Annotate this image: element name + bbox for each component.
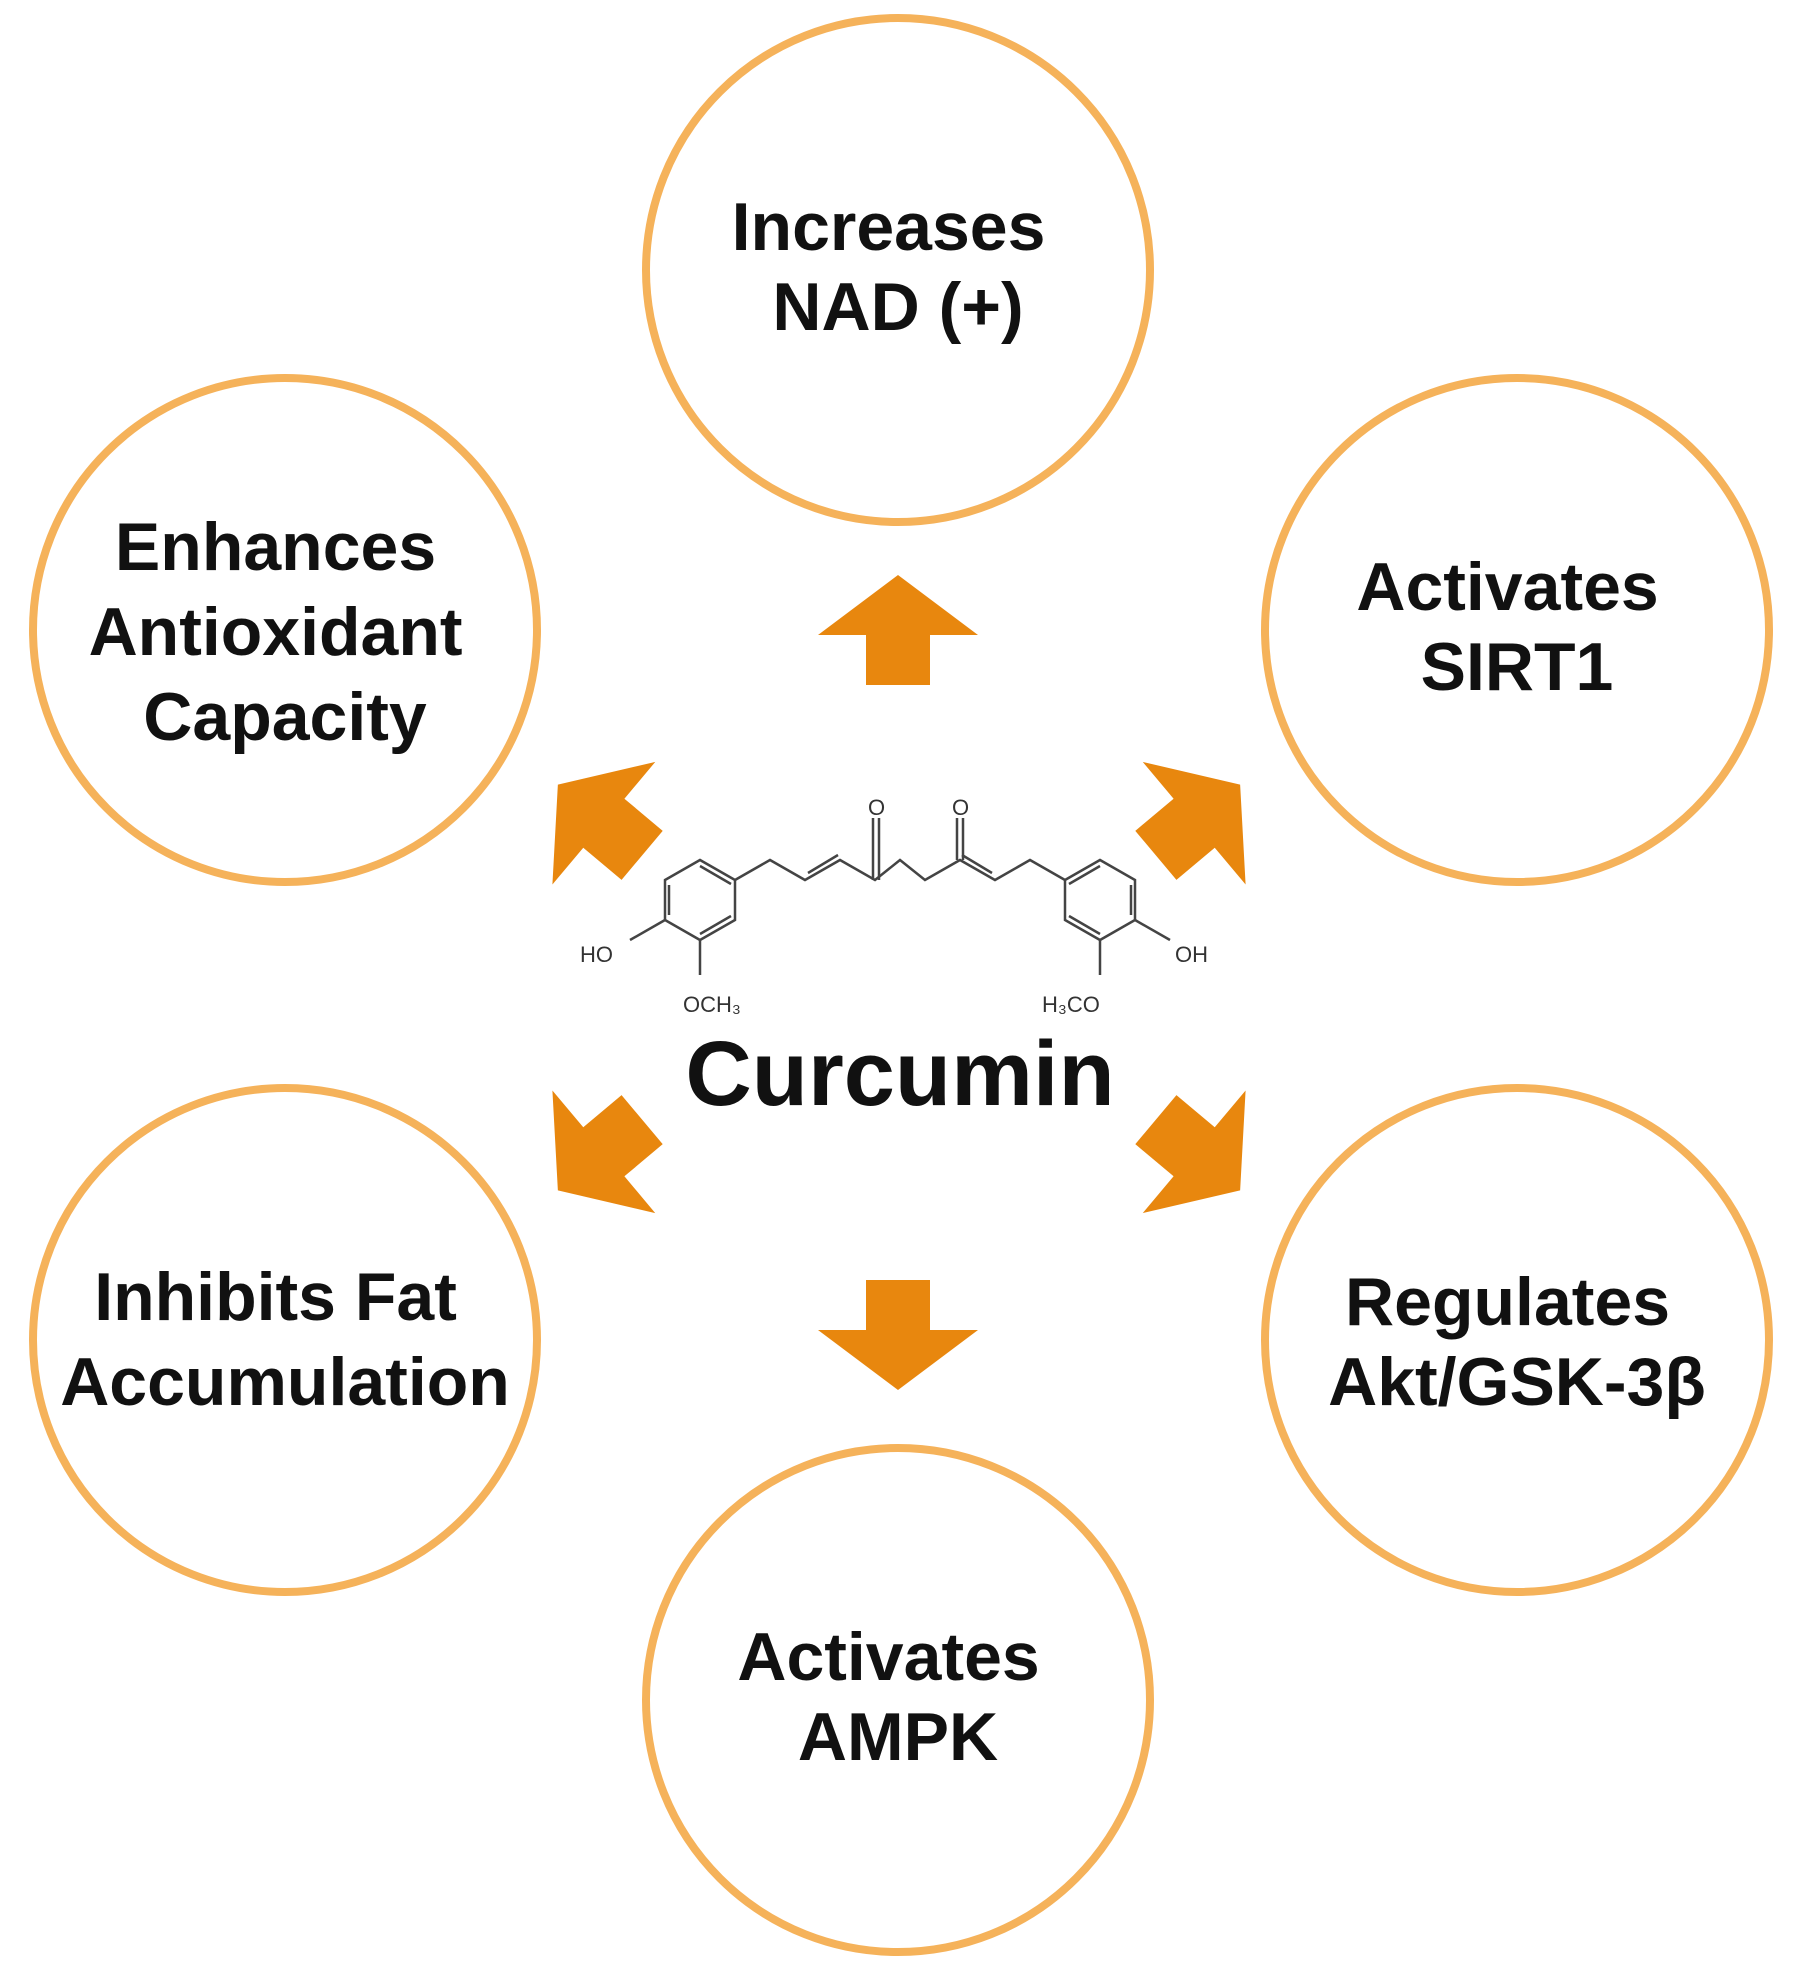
node-circle-bottom <box>642 1444 1154 1956</box>
node-label-line: Accumulation <box>60 1344 510 1420</box>
node-label-bottom-left: Inhibits Fat Accumulation <box>60 1259 510 1420</box>
node-label-line: NAD (+) <box>772 269 1023 345</box>
node-circle-bottom-right <box>1261 1084 1773 1596</box>
arrow-down-left <box>506 1058 694 1252</box>
node-label-line: Regulates <box>1345 1264 1670 1340</box>
node-label-line: Antioxidant <box>89 594 463 670</box>
node-label-line: Activates <box>737 1619 1039 1695</box>
right-benzene-ring <box>1063 858 1137 942</box>
node-circle-top <box>642 14 1154 526</box>
methoxy-right-label: H₃CO <box>1042 992 1100 1017</box>
arrow-down <box>818 1280 978 1390</box>
node-labels: Increases NAD (+) Activates SIRT1 Regula… <box>60 189 1706 1775</box>
node-label-top-left: Enhances Antioxidant Capacity <box>89 509 482 755</box>
node-label-line: SIRT1 <box>1421 629 1614 705</box>
hydroxyl-right-label: OH <box>1175 942 1208 967</box>
node-label-line: Capacity <box>143 679 427 755</box>
node-label-line: AMPK <box>798 1699 998 1775</box>
heptadienone-chain <box>734 858 1066 882</box>
center-title: Curcumin <box>685 1023 1114 1125</box>
node-label-line: Increases <box>732 189 1046 265</box>
ketone-left-label: O <box>868 795 885 820</box>
node-label-top-right: Activates SIRT1 <box>1356 549 1677 705</box>
curcumin-structure: O O HO OCH₃ OH H₃CO <box>580 795 1208 1017</box>
node-label-line: Inhibits Fat <box>94 1259 457 1335</box>
arrow-up-right <box>1104 723 1292 917</box>
node-label-line: Activates <box>1356 549 1658 625</box>
node-label-top: Increases NAD (+) <box>732 189 1065 345</box>
node-circle-top-left <box>29 374 541 886</box>
node-label-bottom-right: Regulates Akt/GSK-3β <box>1328 1264 1706 1420</box>
arrows <box>506 575 1292 1390</box>
arrow-up <box>818 575 978 685</box>
node-circle-bottom-left <box>29 1084 541 1596</box>
node-label-line: Akt/GSK-3β <box>1328 1344 1706 1420</box>
node-circle-top-right <box>1261 374 1773 886</box>
methoxy-left-label: OCH₃ <box>683 992 741 1017</box>
ketone-right-label: O <box>952 795 969 820</box>
left-benzene-ring <box>663 858 737 942</box>
hydroxyl-left-label: HO <box>580 942 613 967</box>
node-label-line: Enhances <box>115 509 436 585</box>
node-label-bottom: Activates AMPK <box>737 1619 1058 1775</box>
node-circles <box>29 14 1773 1956</box>
arrow-down-right <box>1104 1058 1292 1252</box>
